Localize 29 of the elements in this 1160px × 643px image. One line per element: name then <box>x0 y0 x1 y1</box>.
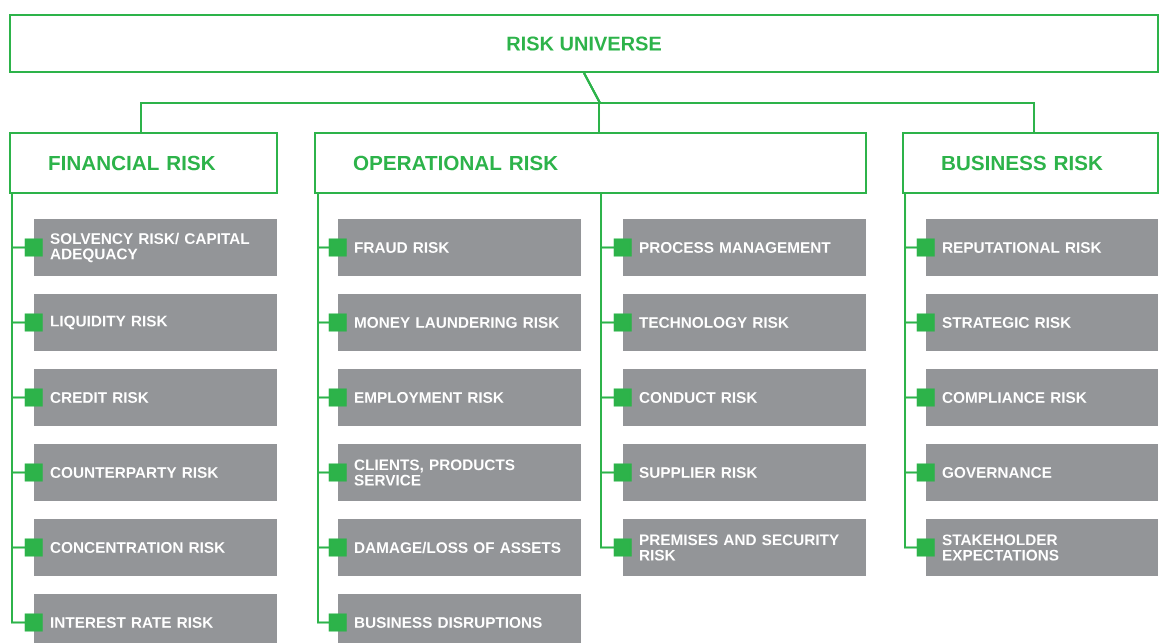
risk-box: MONEY LAUNDERING RISK <box>338 294 581 351</box>
risk-box: REPUTATIONAL RISK <box>926 219 1158 276</box>
risk-box: SOLVENCY RISK/ CAPITAL ADEQUACY <box>34 219 277 276</box>
risk-box: BUSINESS DISRUPTIONS <box>338 594 581 643</box>
risk-box: CONCENTRATION RISK <box>34 519 277 576</box>
risk-box: EMPLOYMENT RISK <box>338 369 581 426</box>
risk-box: TECHNOLOGY RISK <box>623 294 866 351</box>
risk-box: INTEREST RATE RISK <box>34 594 277 643</box>
risk-box: DAMAGE/LOSS OF ASSETS <box>338 519 581 576</box>
title-box: RISK UNIVERSE <box>9 14 1159 73</box>
risk-box: PROCESS MANAGEMENT <box>623 219 866 276</box>
risk-box: CONDUCT RISK <box>623 369 866 426</box>
risk-box: LIQUIDITY RISK <box>34 294 277 351</box>
risk-box: COUNTERPARTY RISK <box>34 444 277 501</box>
connector <box>904 192 935 557</box>
risk-box: STAKEHOLDER EXPECTATIONS <box>926 519 1158 576</box>
risk-box: GOVERNANCE <box>926 444 1158 501</box>
risk-box: STRATEGIC RISK <box>926 294 1158 351</box>
risk-box: FRAUD RISK <box>338 219 581 276</box>
risk-box: CREDIT RISK <box>34 369 277 426</box>
category-box: OPERATIONAL RISK <box>314 132 867 194</box>
risk-box: SUPPLIER RISK <box>623 444 866 501</box>
category-box: FINANCIAL RISK <box>9 132 278 194</box>
connector <box>600 192 632 557</box>
risk-box: PREMISES AND SECURITY RISK <box>623 519 866 576</box>
risk-box: CLIENTS, PRODUCTS SERVICE <box>338 444 581 501</box>
category-box: BUSINESS RISK <box>902 132 1159 194</box>
risk-box: COMPLIANCE RISK <box>926 369 1158 426</box>
connector <box>583 72 1035 133</box>
